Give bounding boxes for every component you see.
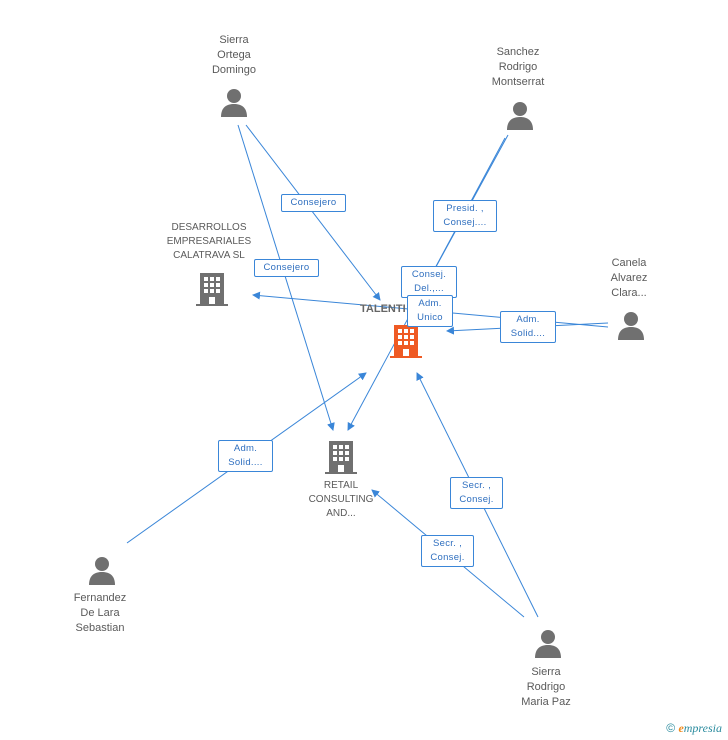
edge-label: Secr. ,Consej. <box>450 477 503 509</box>
copyright: © empresia <box>666 721 722 736</box>
person-icon[interactable] <box>534 629 562 659</box>
edge-label: Presid. ,Consej.... <box>433 200 497 232</box>
edge-sierra-ortega-talenti <box>245 124 381 301</box>
main-company-label[interactable]: TALENTI <box>360 303 406 315</box>
edge-label: Adm.Unico <box>407 295 453 327</box>
person-icon[interactable] <box>88 556 116 586</box>
person-icon[interactable] <box>220 88 248 118</box>
edge-label: Adm.Solid.... <box>500 311 556 343</box>
focus-building-icon[interactable] <box>390 323 422 359</box>
edge-label: Consejero <box>254 259 319 277</box>
edge-label: Secr. ,Consej. <box>421 535 474 567</box>
edge-sierra-ortega-retail <box>237 124 335 431</box>
person-icon[interactable] <box>506 101 534 131</box>
building-icon[interactable] <box>325 439 357 475</box>
brand-logo: empresia <box>678 721 722 735</box>
edge-label: Consejero <box>281 194 346 212</box>
person-icon[interactable] <box>617 311 645 341</box>
edge-label: Consej.Del.,... <box>401 266 457 298</box>
edge-label: Adm.Solid.... <box>218 440 273 472</box>
building-icon[interactable] <box>196 271 228 307</box>
copyright-symbol: © <box>666 721 676 735</box>
